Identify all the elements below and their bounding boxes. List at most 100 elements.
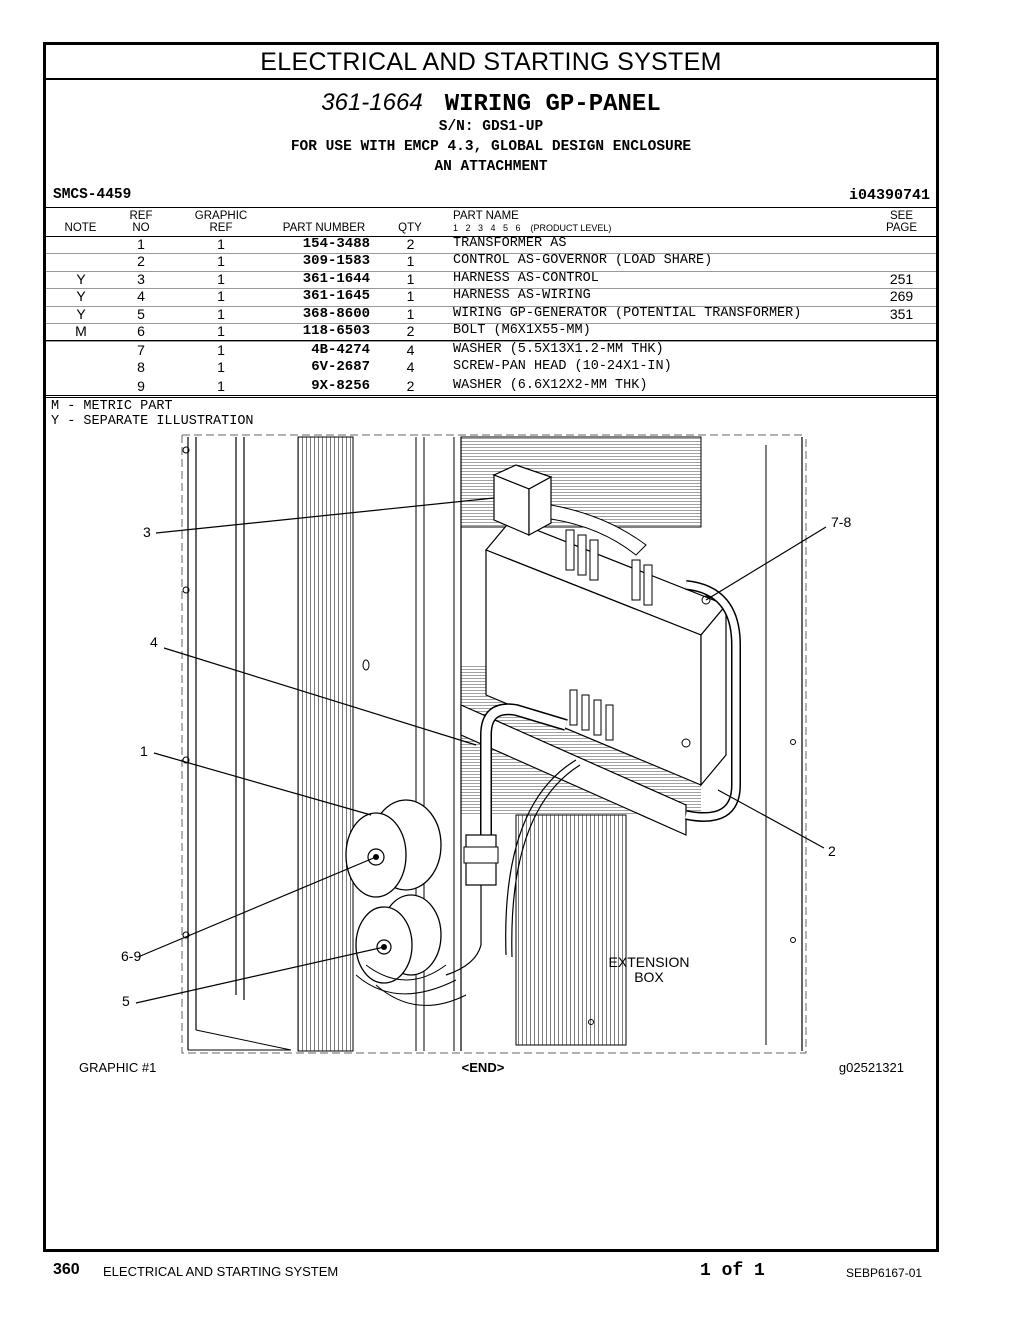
part-name-cell: SCREW-PAN HEAD (10-24X1-IN): [453, 359, 672, 374]
usage-line-2: AN ATTACHMENT: [434, 159, 548, 175]
transformer: [345, 799, 467, 1006]
part-number-cell: 309-1583: [302, 253, 370, 269]
row-divider: [46, 253, 936, 254]
part-name-cell: WASHER (5.5X13X1.2-MM THK): [453, 342, 664, 357]
header-see-1: SEE: [889, 210, 913, 222]
part-number-cell: 118-6503: [302, 323, 370, 339]
end-label: <END>: [462, 1060, 505, 1075]
see-page-cell: 351: [889, 306, 914, 322]
part-number-cell: 6V-2687: [311, 359, 370, 375]
radiator-fins: [297, 436, 354, 1052]
part-name-cell: HARNESS AS-WIRING: [453, 288, 591, 303]
section-title: ELECTRICAL AND STARTING SYSTEM: [46, 45, 936, 80]
header-ref-1: REF: [129, 210, 153, 222]
qty-cell: 2: [406, 378, 415, 394]
note-cell: Y: [76, 271, 86, 287]
part-number-cell: 9X-8256: [311, 378, 370, 394]
extension-box-label-1: EXTENSION: [609, 954, 690, 970]
graphic-label: GRAPHIC #1: [79, 1060, 156, 1075]
image-id: i04390741: [848, 187, 930, 204]
qty-cell: 1: [406, 271, 415, 287]
graphic-ref-cell: 1: [217, 271, 225, 287]
legend-separate: Y - SEPARATE ILLUSTRATION: [51, 414, 254, 429]
part-name-cell: BOLT (M6X1X55-MM): [453, 323, 591, 338]
qty-cell: 1: [406, 288, 415, 304]
qty-cell: 1: [406, 253, 415, 269]
note-cell: M: [75, 323, 87, 339]
ref-no-cell: 7: [137, 342, 145, 358]
part-name-cell: WASHER (6.6X12X2-MM THK): [453, 378, 648, 393]
qty-cell: 4: [406, 342, 415, 358]
part-number-cell: 4B-4274: [311, 342, 370, 358]
ref-no-cell: 3: [137, 271, 145, 287]
callout-7-8: 7-8: [831, 514, 851, 530]
header-part-name: PART NAME: [453, 210, 519, 222]
row-divider: [46, 288, 936, 289]
header-note: NOTE: [64, 222, 97, 234]
smcs-code: SMCS-4459: [53, 187, 132, 203]
table-row: 8 1 6V-2687 4 SCREW-PAN HEAD (10-24X1-IN): [46, 359, 936, 377]
row-divider: [46, 323, 936, 324]
header-part-number: PART NUMBER: [282, 222, 366, 234]
header-ref-2: NO: [132, 222, 150, 234]
part-name-cell: CONTROL AS-GOVERNOR (LOAD SHARE): [453, 253, 713, 268]
divider: [46, 207, 936, 208]
part-number-cell: 361-1645: [302, 288, 370, 304]
governor-control: [485, 519, 727, 787]
graphic-ref-cell: 1: [217, 236, 225, 252]
divider: [46, 397, 936, 398]
row-divider: [46, 306, 936, 307]
divider: [46, 236, 936, 237]
footer-section: ELECTRICAL AND STARTING SYSTEM: [103, 1264, 339, 1279]
see-page-cell: 269: [889, 288, 914, 304]
part-title-name: WIRING GP-PANEL: [444, 91, 661, 118]
see-page-cell: 251: [889, 271, 914, 287]
row-divider: [46, 271, 936, 272]
part-name-cell: TRANSFORMER AS: [453, 236, 567, 251]
usage-line-1: FOR USE WITH EMCP 4.3, GLOBAL DESIGN ENC…: [290, 139, 692, 155]
row-divider: [46, 341, 936, 342]
part-name-cell: HARNESS AS-CONTROL: [453, 271, 599, 286]
header-product-level: 1 2 3 4 5 6 (PRODUCT LEVEL): [453, 223, 612, 233]
note-cell: Y: [76, 288, 86, 304]
ref-no-cell: 1: [137, 236, 145, 252]
table-row: 1 1 154-3488 2 TRANSFORMER AS: [46, 236, 936, 254]
graphic-ref-cell: 1: [217, 342, 225, 358]
enclosure-frame: [182, 437, 370, 1051]
callout-6-9: 6-9: [121, 948, 141, 964]
divider: [46, 340, 936, 341]
table-row: 7 1 4B-4274 4 WASHER (5.5X13X1.2-MM THK): [46, 342, 936, 360]
part-number-cell: 154-3488: [302, 236, 370, 252]
table-row: Y 4 1 361-1645 1 HARNESS AS-WIRING 269: [46, 288, 936, 306]
part-number-cell: 368-8600: [302, 306, 370, 322]
legend-metric: M - METRIC PART: [51, 399, 173, 414]
header-see-2: PAGE: [885, 222, 918, 234]
note-cell: Y: [76, 306, 86, 322]
graphic-ref-cell: 1: [217, 306, 225, 322]
qty-cell: 4: [406, 359, 415, 375]
ref-no-cell: 9: [137, 378, 145, 394]
header-graphic-1: GRAPHIC: [194, 210, 248, 222]
wiring-illustration: EXTENSION BOX 3 4 1 6-9 5 7-8 2 GRAPHIC …: [79, 434, 904, 1075]
graphic-ref-cell: 1: [217, 288, 225, 304]
graphic-id: g02521321: [839, 1060, 904, 1075]
graphic-ref-cell: 1: [217, 359, 225, 375]
header-qty: QTY: [398, 222, 422, 234]
qty-cell: 2: [406, 236, 415, 252]
footer-of-pages: 1 of 1: [700, 1261, 765, 1281]
serial-number: S/N: GDS1-UP: [438, 119, 544, 135]
ref-no-cell: 8: [137, 359, 145, 375]
part-title-number: 361-1664: [321, 89, 423, 116]
ref-no-cell: 5: [137, 306, 145, 322]
callout-1: 1: [140, 743, 148, 759]
graphic-ref-cell: 1: [217, 323, 225, 339]
callout-3: 3: [143, 524, 151, 540]
footer-page-number: 360: [53, 1261, 80, 1278]
extension-box-label-2: BOX: [634, 969, 664, 985]
ref-no-cell: 4: [137, 288, 145, 304]
